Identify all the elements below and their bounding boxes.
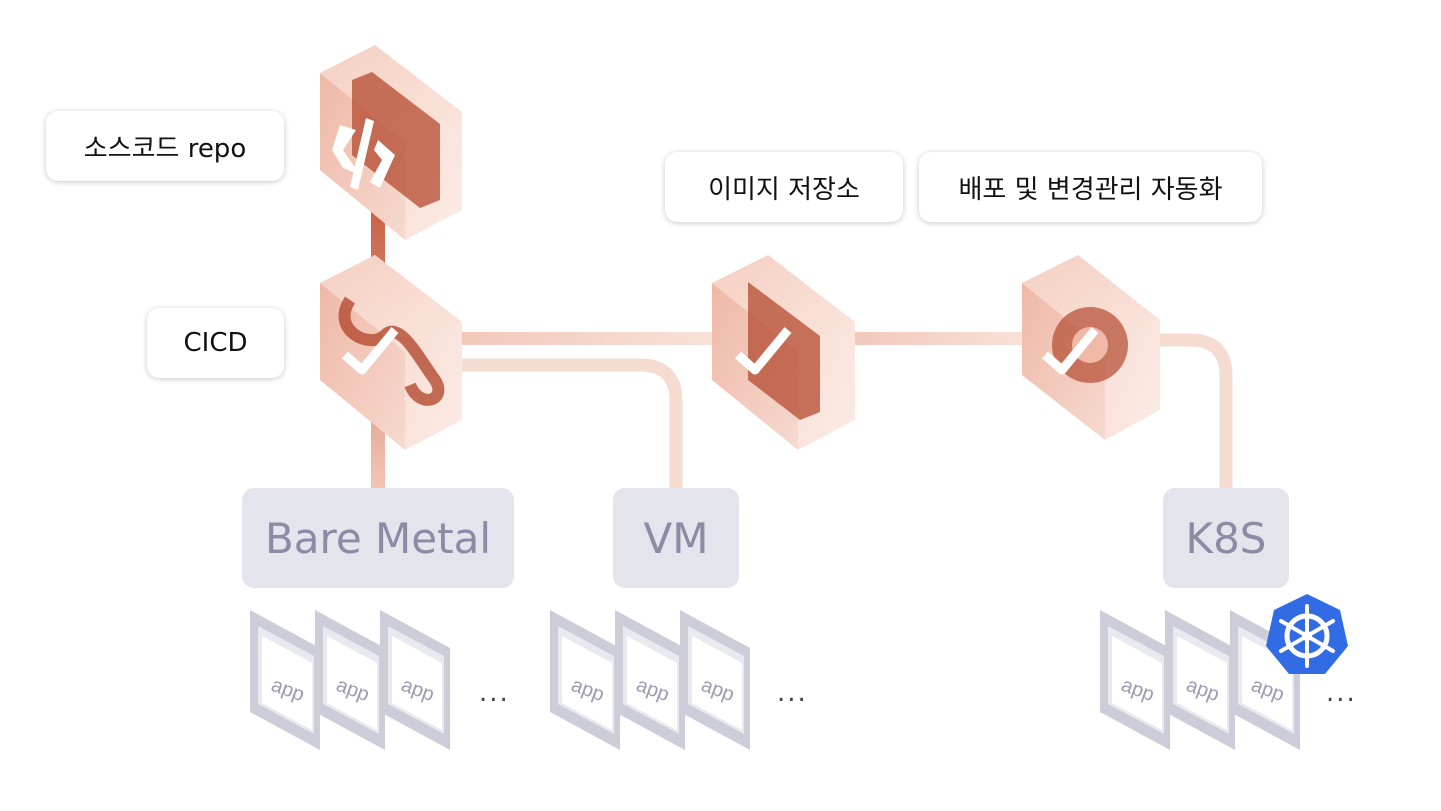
more-k8s-apps: ... bbox=[1326, 678, 1357, 708]
cicd-to-image-store-line bbox=[458, 332, 720, 345]
image-store-cube bbox=[712, 255, 855, 450]
k8s-apps: app app app bbox=[1100, 610, 1300, 750]
source-repo-cube bbox=[320, 45, 462, 240]
kubernetes-icon bbox=[1266, 594, 1348, 674]
gear-check-icon bbox=[1042, 307, 1128, 383]
cicd-cube bbox=[320, 255, 462, 450]
k8s-target: K8S bbox=[1163, 488, 1289, 588]
deploy-automation-label: 배포 및 변경관리 자동화 bbox=[919, 152, 1262, 222]
bare-metal-target: Bare Metal bbox=[242, 488, 514, 588]
infinity-check-icon bbox=[338, 296, 445, 406]
more-vm-apps: ... bbox=[777, 678, 808, 708]
deploy-automation-cube bbox=[1022, 255, 1160, 440]
deploy-to-k8s-line bbox=[1150, 333, 1233, 490]
vm-apps: app app app bbox=[550, 610, 750, 750]
vm-target: VM bbox=[613, 488, 739, 588]
source-repo-label: 소스코드 repo bbox=[46, 111, 284, 181]
bare-metal-apps: app app app bbox=[250, 610, 450, 750]
more-bare-metal-apps: ... bbox=[479, 678, 510, 708]
image-store-to-deploy-line bbox=[850, 332, 1030, 345]
code-folder-icon bbox=[332, 72, 440, 208]
image-store-label: 이미지 저장소 bbox=[665, 152, 903, 222]
image-store-check-icon bbox=[735, 282, 820, 420]
cicd-to-vm-line bbox=[458, 358, 683, 490]
cicd-label: CICD bbox=[147, 308, 284, 378]
